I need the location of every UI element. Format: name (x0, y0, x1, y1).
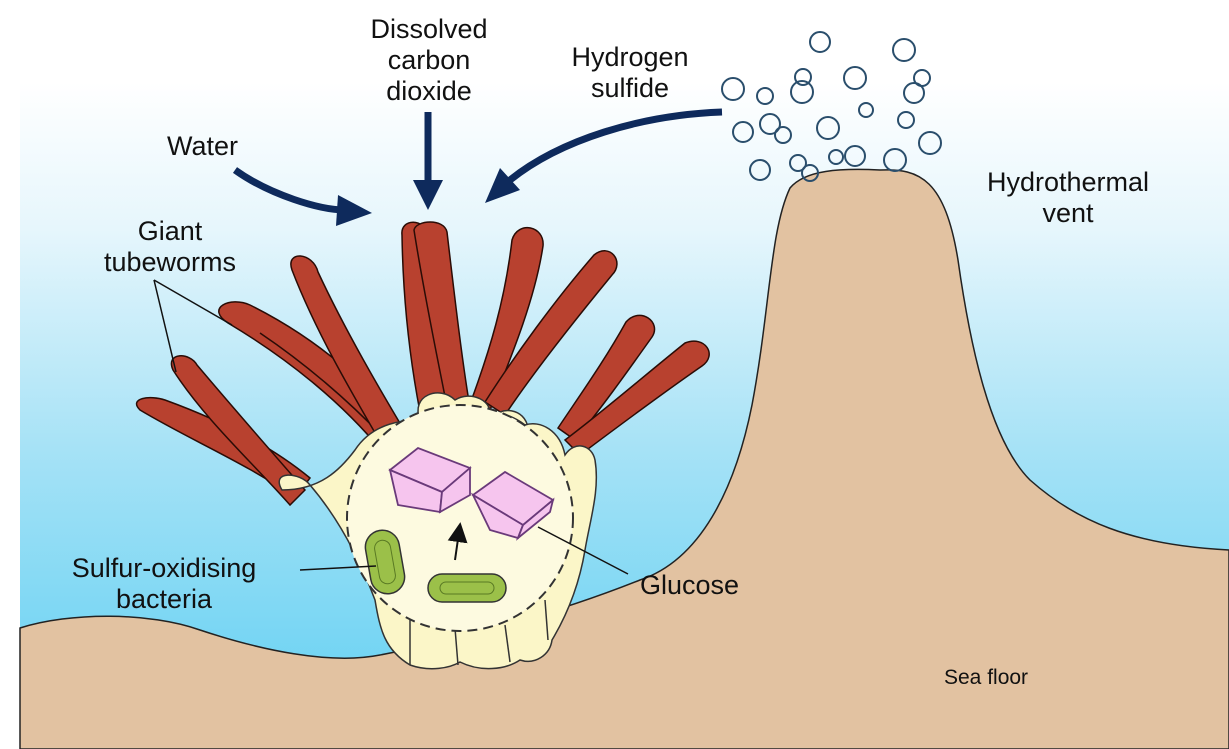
label-hydrothermal-vent: Hydrothermal vent (940, 167, 1196, 229)
label-dissolved-co2: Dissolved carbon dioxide (340, 14, 518, 107)
label-glucose: Glucose (640, 570, 739, 601)
label-water: Water (167, 131, 238, 162)
label-sulfur-bacteria: Sulfur-oxidising bacteria (20, 553, 308, 615)
bacterium-2 (428, 574, 506, 602)
label-sea-floor: Sea floor (944, 662, 1028, 693)
label-giant-tubeworms: Giant tubeworms (84, 216, 256, 278)
label-hydrogen-sulfide: Hydrogen sulfide (540, 42, 720, 104)
